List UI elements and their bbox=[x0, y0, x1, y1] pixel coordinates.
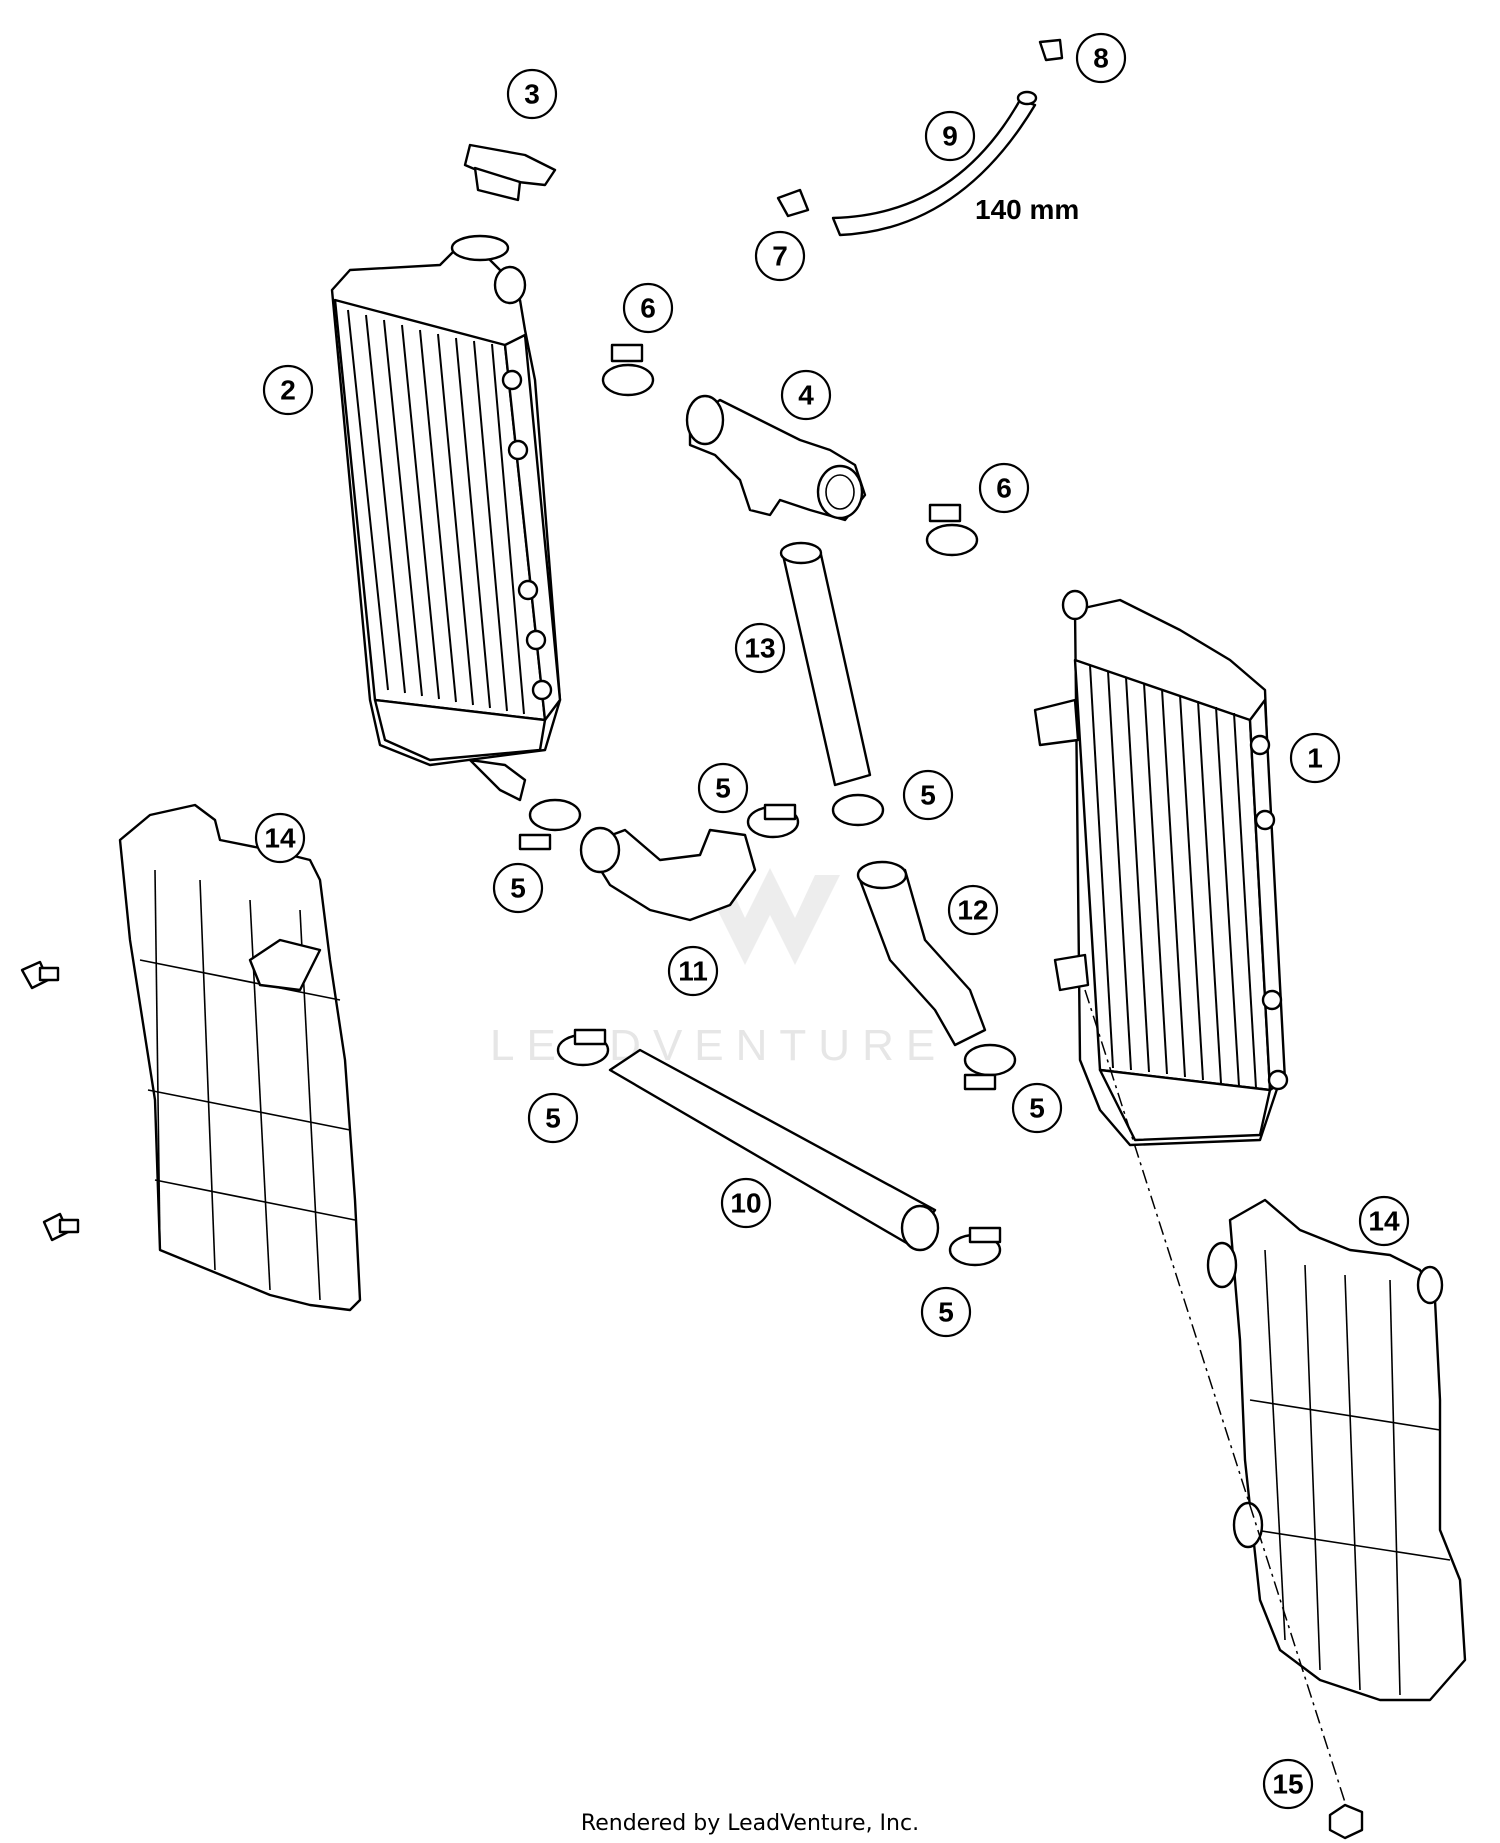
screw-left-lower bbox=[42, 1212, 80, 1242]
svg-text:9: 9 bbox=[942, 121, 958, 152]
svg-text:3: 3 bbox=[524, 79, 540, 110]
svg-text:5: 5 bbox=[545, 1103, 561, 1134]
dimension-label-140mm: 140 mm bbox=[975, 194, 1079, 225]
thermostat-branch-hose bbox=[685, 394, 867, 522]
callout-3: 3 bbox=[506, 68, 558, 120]
footer-credit: Rendered by LeadVenture, Inc. bbox=[581, 1811, 919, 1836]
svg-text:5: 5 bbox=[920, 780, 936, 811]
svg-text:5: 5 bbox=[715, 773, 731, 804]
callout-13: 13 bbox=[734, 622, 786, 674]
svg-text:7: 7 bbox=[772, 241, 788, 272]
callout-12: 12 bbox=[947, 884, 999, 936]
callout-5c: 5 bbox=[492, 862, 544, 914]
svg-text:15: 15 bbox=[1272, 1769, 1303, 1800]
hose-clamp-5e bbox=[556, 1028, 610, 1067]
callout-2: 2 bbox=[262, 364, 314, 416]
hose-clamp-5b bbox=[746, 803, 800, 839]
svg-text:1: 1 bbox=[1307, 743, 1323, 774]
callout-5f: 5 bbox=[920, 1286, 972, 1338]
callout-15: 15 bbox=[1262, 1758, 1314, 1810]
screw-left-upper bbox=[20, 960, 60, 990]
overflow-hose bbox=[831, 90, 1038, 237]
radiator-left bbox=[330, 234, 562, 802]
svg-text:2: 2 bbox=[280, 375, 296, 406]
radiator-guard-left bbox=[118, 803, 362, 1312]
hose-bent-right bbox=[856, 860, 987, 1047]
svg-text:4: 4 bbox=[798, 380, 814, 411]
callout-14a: 14 bbox=[254, 812, 306, 864]
hose-upper-center bbox=[779, 541, 872, 787]
svg-text:10: 10 bbox=[730, 1188, 761, 1219]
svg-text:11: 11 bbox=[678, 956, 708, 987]
callout-10: 10 bbox=[720, 1177, 772, 1229]
small-clip-8 bbox=[1038, 38, 1064, 62]
svg-text:5: 5 bbox=[938, 1297, 954, 1328]
hose-clamp-6a bbox=[601, 343, 655, 397]
hose-clamp-6b bbox=[925, 503, 979, 557]
hose-clamp-5d bbox=[963, 1043, 1017, 1091]
callout-11: 11 bbox=[667, 945, 719, 997]
radiator-cap bbox=[463, 143, 557, 202]
svg-text:14: 14 bbox=[1368, 1206, 1400, 1237]
callout-6a: 6 bbox=[622, 282, 674, 334]
hose-long-lower bbox=[608, 1048, 940, 1252]
radiator-guard-right bbox=[1206, 1198, 1467, 1702]
callout-4: 4 bbox=[780, 369, 832, 421]
small-clip-7 bbox=[776, 188, 810, 218]
svg-text:5: 5 bbox=[1029, 1093, 1045, 1124]
callout-5b: 5 bbox=[902, 769, 954, 821]
svg-text:12: 12 bbox=[957, 895, 988, 926]
bolt-15 bbox=[1328, 1803, 1364, 1840]
callout-5a: 5 bbox=[697, 762, 749, 814]
callout-5d: 5 bbox=[527, 1092, 579, 1144]
callout-6b: 6 bbox=[978, 462, 1030, 514]
callout-14b: 14 bbox=[1358, 1195, 1410, 1247]
callout-7: 7 bbox=[754, 230, 806, 282]
callout-5e: 5 bbox=[1011, 1082, 1063, 1134]
hose-clamp-5f bbox=[948, 1226, 1002, 1267]
hose-bent-center bbox=[579, 826, 757, 922]
callout-9: 9 bbox=[924, 110, 976, 162]
svg-text:6: 6 bbox=[640, 293, 656, 324]
assembly-line bbox=[1084, 989, 1351, 1819]
svg-text:13: 13 bbox=[744, 633, 775, 664]
svg-text:14: 14 bbox=[264, 823, 296, 854]
hose-clamp-5c bbox=[831, 793, 885, 827]
callout-8: 8 bbox=[1075, 32, 1127, 84]
radiator-right bbox=[1033, 589, 1289, 1147]
svg-text:8: 8 bbox=[1093, 43, 1109, 74]
callout-1: 1 bbox=[1289, 732, 1341, 784]
svg-text:6: 6 bbox=[996, 473, 1012, 504]
hose-clamp-5a bbox=[518, 798, 582, 851]
svg-text:5: 5 bbox=[510, 873, 526, 904]
